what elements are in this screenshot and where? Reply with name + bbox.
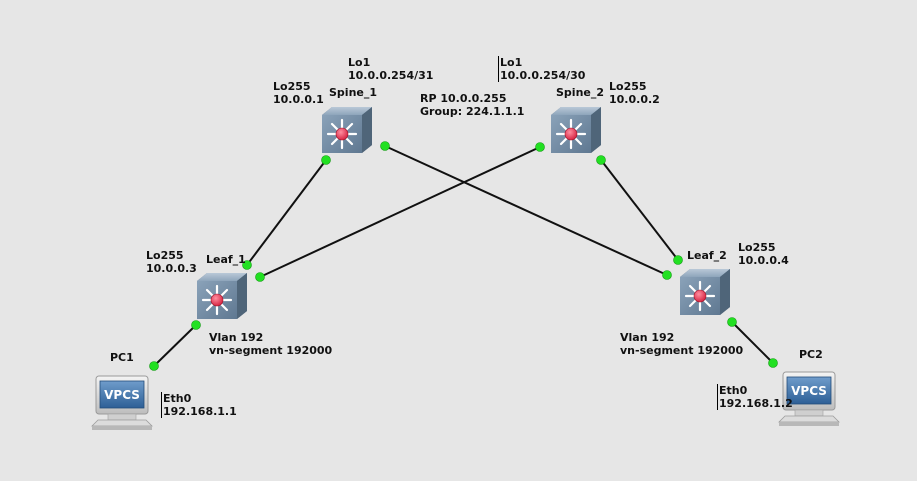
leaf2-name[interactable]: Leaf_2 [687, 249, 727, 262]
link-spine1-leaf1[interactable] [246, 159, 327, 266]
spine2-switch-icon[interactable] [549, 105, 603, 155]
port-indicator [255, 272, 265, 282]
leaf1-switch-icon[interactable] [195, 271, 249, 321]
link-spine2-leaf1[interactable] [259, 146, 541, 278]
link-leaf1-pc1[interactable] [153, 324, 197, 367]
port-indicator [191, 320, 201, 330]
port-indicator [321, 155, 331, 165]
spine1-name[interactable]: Spine_1 [329, 86, 378, 99]
link-spine2-leaf2[interactable] [600, 159, 679, 261]
port-indicator [662, 270, 672, 280]
port-indicator [535, 142, 545, 152]
vpcs-screen-label: VPCS [791, 384, 827, 398]
port-indicator [596, 155, 606, 165]
port-indicator [380, 141, 390, 151]
pc2-icon[interactable]: VPCS [778, 371, 840, 426]
pc1-icon[interactable]: VPCS [91, 375, 153, 430]
vpcs-screen-label: VPCS [104, 388, 140, 402]
link-spine1-leaf2[interactable] [384, 145, 668, 276]
pc2-name[interactable]: PC2 [799, 348, 823, 361]
leaf1-name[interactable]: Leaf_1 [206, 253, 246, 266]
leaf2-switch-icon[interactable] [678, 267, 732, 317]
port-indicator [673, 255, 683, 265]
pc1-name[interactable]: PC1 [110, 351, 134, 364]
port-indicator [727, 317, 737, 327]
port-indicator [242, 260, 252, 270]
spine1-switch-icon[interactable] [320, 105, 374, 155]
link-leaf2-pc2[interactable] [731, 321, 774, 364]
port-indicator [149, 361, 159, 371]
port-indicator [768, 358, 778, 368]
spine2-name[interactable]: Spine_2 [556, 86, 605, 99]
